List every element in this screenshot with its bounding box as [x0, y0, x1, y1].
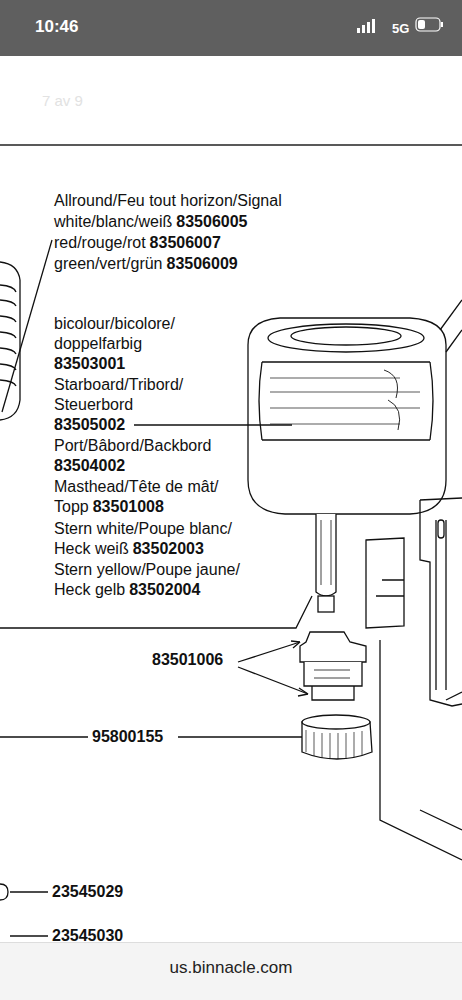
part-number: 83502003 — [133, 540, 204, 557]
part-number: 83501006 — [152, 651, 223, 668]
label-text: Topp — [54, 498, 89, 515]
label-text: doppelfarbig — [54, 335, 142, 352]
label-text: Steuerbord — [54, 396, 133, 413]
text-line: Topp83501008 — [54, 497, 164, 517]
text-line: 5G — [392, 19, 409, 39]
part-number: 83502004 — [129, 581, 200, 598]
text-line: Allround/Feu tout horizon/Signal — [54, 191, 282, 211]
text-line: Stern yellow/Poupe jaune/ — [54, 560, 240, 580]
text-line: doppelfarbig — [54, 334, 142, 354]
label-text: Stern yellow/Poupe jaune/ — [54, 561, 240, 578]
text-line: us.binnacle.com — [0, 958, 462, 978]
part-number: 83503001 — [54, 355, 125, 372]
label-text: Heck gelb — [54, 581, 125, 598]
part-number: 83505002 — [54, 416, 125, 433]
text-line: 7 av 9 — [42, 91, 83, 111]
text-line: Stern white/Poupe blanc/ — [54, 519, 232, 539]
text-line: 83503001 — [54, 354, 125, 374]
text-line: Heck gelb83502004 — [54, 580, 200, 600]
label-text: 10:46 — [35, 17, 78, 36]
text-line: Heck weiß83502003 — [54, 539, 204, 559]
text-line: 83501006 — [152, 650, 223, 670]
label-text: 5G — [392, 21, 409, 36]
label-text: Allround/Feu tout horizon/Signal — [54, 192, 282, 209]
text-line: Masthead/Tête de mât/ — [54, 477, 219, 497]
label-text: red/rouge/rot — [54, 234, 146, 251]
label-text: Masthead/Tête de mât/ — [54, 478, 219, 495]
text-line: bicolour/bicolore/ — [54, 314, 175, 334]
label-text: Port/Bâbord/Backbord — [54, 437, 211, 454]
part-number: 83506007 — [150, 234, 221, 251]
text-line: 83504002 — [54, 456, 125, 476]
part-number: 83506009 — [167, 255, 238, 272]
part-number: 83501008 — [93, 498, 164, 515]
text-line: 83505002 — [54, 415, 125, 435]
text-line: Port/Bâbord/Backbord — [54, 436, 211, 456]
text-line: white/blanc/weiß83506005 — [54, 212, 247, 232]
text-line: 23545029 — [52, 882, 123, 902]
part-number: 83504002 — [54, 457, 125, 474]
text-line: 95800155 — [92, 727, 163, 747]
part-number: 83506005 — [176, 213, 247, 230]
text-line: red/rouge/rot83506007 — [54, 233, 221, 253]
text-line: 10:46 — [35, 17, 78, 37]
label-text: green/vert/grün — [54, 255, 163, 272]
label-text: bicolour/bicolore/ — [54, 315, 175, 332]
label-text: Heck weiß — [54, 540, 129, 557]
text-line: Steuerbord — [54, 395, 133, 415]
label-text: us.binnacle.com — [170, 958, 293, 977]
label-text: Stern white/Poupe blanc/ — [54, 520, 232, 537]
text-line: green/vert/grün83506009 — [54, 254, 238, 274]
part-number: 95800155 — [92, 728, 163, 745]
part-number: 23545029 — [52, 883, 123, 900]
text-line: Starboard/Tribord/ — [54, 375, 183, 395]
label-text: Starboard/Tribord/ — [54, 376, 183, 393]
label-text: white/blanc/weiß — [54, 213, 172, 230]
label-text: 7 av 9 — [42, 92, 83, 109]
